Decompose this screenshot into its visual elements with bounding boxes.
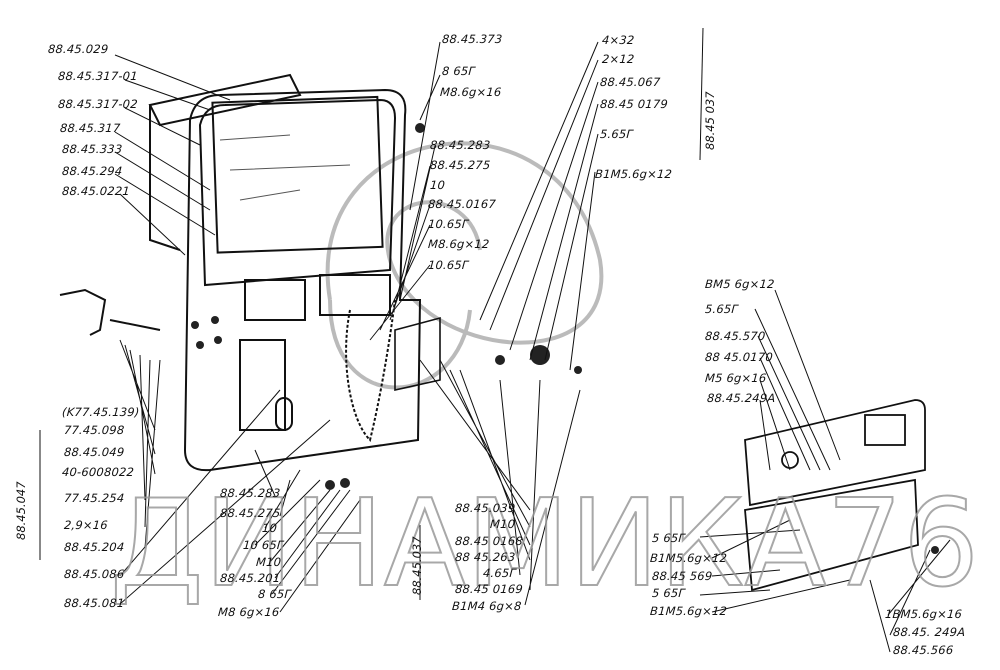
part-label: 88.45.029 xyxy=(47,42,109,56)
part-label: 5 65Г xyxy=(651,531,686,545)
part-label: 88.45.249A xyxy=(706,391,776,405)
part-label: BM5 6g×12 xyxy=(704,277,776,291)
group-label: 88.45 037 xyxy=(703,91,717,150)
part-label: 88.45.275 xyxy=(219,506,281,520)
part-label: 88.45.294 xyxy=(61,164,123,178)
part-label: 10 xyxy=(429,178,446,192)
part-label: 88.45 0169 xyxy=(454,582,524,596)
lock-plate xyxy=(394,316,441,391)
part-label: 88.45.317-01 xyxy=(57,69,139,83)
part-label: 4×32 xyxy=(601,33,635,47)
part-label: 5.65Г xyxy=(599,127,634,141)
part-label: 88.45. 249A xyxy=(892,625,966,639)
cover-plates xyxy=(744,399,926,592)
part-label: 88.45.373 xyxy=(441,32,503,46)
part-label: 88.45.570 xyxy=(704,329,766,343)
part-label: 8 65Г xyxy=(257,587,292,601)
part-label: 2,9×16 xyxy=(63,518,109,532)
part-label: 77.45.098 xyxy=(63,423,125,437)
leader-lines xyxy=(39,27,951,653)
window-glass xyxy=(219,134,351,201)
part-label: 88.45.317 xyxy=(59,121,121,135)
part-label: B1M5.6g×12 xyxy=(649,604,728,618)
part-label: 88 45.263 xyxy=(454,550,516,564)
part-label: 10.65Г xyxy=(427,258,470,272)
part-label: B1M4 6g×8 xyxy=(451,599,523,613)
part-label: M10 xyxy=(489,517,516,531)
part-label: 5.65Г xyxy=(704,302,739,316)
part-label: 5 65Г xyxy=(651,586,686,600)
part-label: 88.45.0167 xyxy=(427,197,497,211)
part-label: 77.45.254 xyxy=(63,491,125,505)
part-label: 1BM5.6g×16 xyxy=(884,607,963,621)
part-label: 88.45.081 xyxy=(63,596,125,610)
part-label: 88.45 0168 xyxy=(454,534,524,548)
part-label: 88.45.283 xyxy=(219,486,281,500)
part-label: 88.45.049 xyxy=(63,445,125,459)
group-label: 88.45.047 xyxy=(14,481,28,540)
part-label: 88.45.067 xyxy=(599,75,661,89)
part-label: 10 65Г xyxy=(242,538,285,552)
part-label: 88.45.283 xyxy=(429,138,491,152)
part-label: 8 65Г xyxy=(441,64,476,78)
part-label: 88.45.317-02 xyxy=(57,97,139,111)
part-label: M10 xyxy=(255,555,282,569)
watermark-logo xyxy=(325,141,604,390)
part-label: 88.45.039 xyxy=(454,501,516,515)
part-label: 2×12 xyxy=(601,52,635,66)
group-label: 88.45.037 xyxy=(410,536,424,595)
part-label: B1M5.6g×12 xyxy=(649,551,728,565)
part-label: 88.45.566 xyxy=(892,643,954,657)
watermark-text: ДИНАМИКА76 xyxy=(110,475,979,614)
part-label: 10.65Г xyxy=(427,217,470,231)
door-panel xyxy=(148,73,422,472)
part-label: 88.45 0179 xyxy=(599,97,669,111)
part-label: M5 6g×16 xyxy=(704,371,767,385)
part-label: 10 xyxy=(261,521,278,535)
part-label: 88.45.333 xyxy=(61,142,123,156)
bolts xyxy=(191,123,939,554)
part-label: B1M5.6g×12 xyxy=(594,167,673,181)
hinge xyxy=(59,288,161,336)
part-label: 88.45.275 xyxy=(429,158,491,172)
part-label: 4.65Г xyxy=(482,566,517,580)
part-label: M8.6g×16 xyxy=(439,85,502,99)
part-label: M8.6g×12 xyxy=(427,237,490,251)
part-label: 88.45.0221 xyxy=(61,184,131,198)
part-label: 88 45.0170 xyxy=(704,350,774,364)
part-label: 88.45.201 xyxy=(219,571,281,585)
chain xyxy=(345,299,396,442)
part-label: 40-6008022 xyxy=(61,465,135,479)
part-label: (K77.45.139) xyxy=(61,405,140,419)
part-label: 88.45.086 xyxy=(63,567,125,581)
part-label: 88.45 569 xyxy=(651,569,713,583)
part-label: M8 6g×16 xyxy=(217,605,280,619)
part-label: 88.45.204 xyxy=(63,540,125,554)
